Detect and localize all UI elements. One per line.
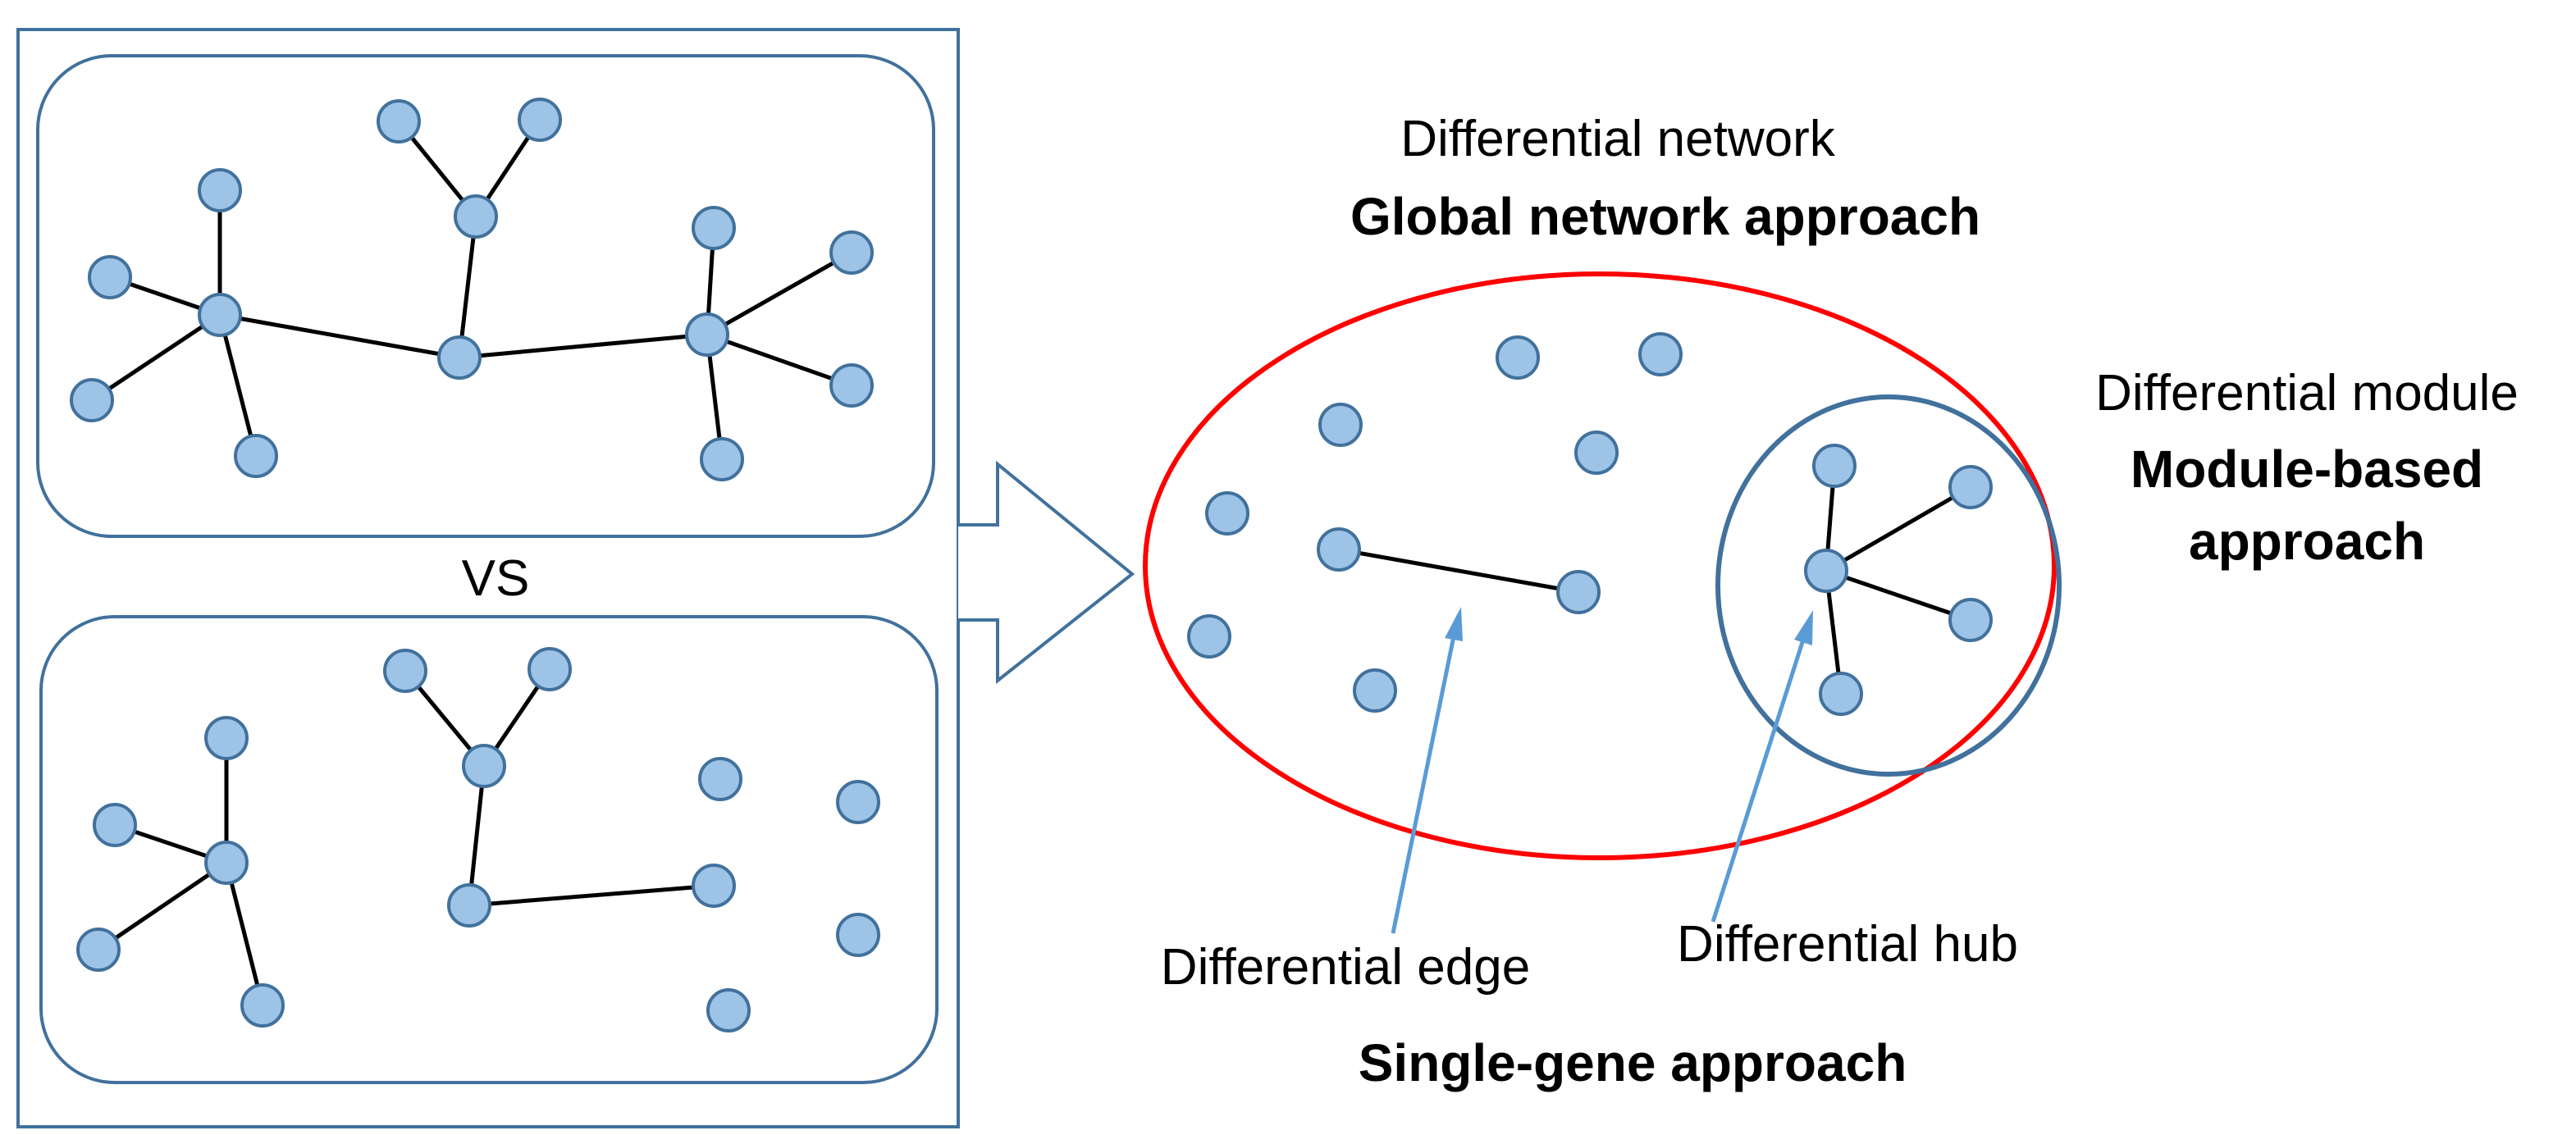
panel-nodes xyxy=(76,647,880,1032)
node xyxy=(377,99,421,144)
edge xyxy=(467,765,486,906)
differential-hub-label: Differential hub xyxy=(1677,916,2018,973)
node xyxy=(93,803,137,847)
network-panel-condition-2 xyxy=(39,615,939,1084)
edge xyxy=(706,332,852,388)
node xyxy=(447,883,491,928)
differential-module-label: Differential module xyxy=(2095,365,2519,422)
node xyxy=(692,206,736,250)
module-approach-label-line2: approach xyxy=(2189,512,2425,571)
node xyxy=(1638,332,1683,376)
node xyxy=(518,98,562,142)
differential-edge xyxy=(1338,547,1579,595)
panel-frame xyxy=(39,615,939,1084)
node xyxy=(437,335,482,380)
transition-arrow xyxy=(958,460,1135,685)
node xyxy=(88,255,132,299)
node xyxy=(198,168,242,212)
edge xyxy=(1825,568,1971,622)
node xyxy=(1318,403,1363,447)
comparison-label: VS xyxy=(462,550,530,607)
panel-frame xyxy=(36,54,935,538)
edge xyxy=(468,883,715,908)
node xyxy=(1317,527,1361,572)
edge xyxy=(217,314,258,457)
edge xyxy=(1825,485,1972,573)
node xyxy=(1812,444,1857,488)
edge xyxy=(457,216,478,358)
differential-hub-pointer xyxy=(1710,610,1813,923)
node xyxy=(692,864,736,908)
node xyxy=(1819,672,1863,716)
node xyxy=(234,434,278,478)
node xyxy=(1574,431,1619,475)
differential-network-edges xyxy=(1338,465,1972,695)
edge xyxy=(97,860,228,952)
node xyxy=(1556,570,1601,614)
global-approach-label: Global network approach xyxy=(1350,187,1980,246)
global-network-label: Differential network xyxy=(1400,111,1836,167)
node xyxy=(240,983,285,1028)
node xyxy=(528,647,572,691)
node xyxy=(1948,598,1993,642)
hub-node xyxy=(204,841,249,885)
node xyxy=(836,780,880,824)
hub-node xyxy=(454,194,498,239)
differential-edge-label: Differential edge xyxy=(1161,939,1530,996)
node xyxy=(1948,465,1993,509)
node xyxy=(204,716,249,760)
edge xyxy=(224,862,265,1006)
hub-node xyxy=(462,744,506,788)
edge xyxy=(90,312,222,403)
node xyxy=(1353,668,1397,713)
node xyxy=(1496,335,1540,380)
network-panel-condition-1 xyxy=(36,54,935,538)
node xyxy=(706,988,751,1032)
edge xyxy=(706,250,853,337)
node xyxy=(698,757,742,801)
node xyxy=(1187,614,1231,659)
node xyxy=(1205,491,1249,536)
node xyxy=(383,649,427,693)
panel-edges xyxy=(90,118,853,460)
panel-nodes xyxy=(70,98,874,481)
node xyxy=(829,363,874,408)
hub-node xyxy=(198,293,242,337)
node xyxy=(829,230,874,275)
panel-edges xyxy=(97,668,715,1006)
differential-hub-node xyxy=(1804,549,1848,593)
differential-edge-pointer xyxy=(1391,607,1463,934)
single-gene-approach-label: Single-gene approach xyxy=(1359,1033,1907,1092)
differential-network-ellipse xyxy=(1143,271,2057,860)
differential-network-nodes xyxy=(1187,332,1993,716)
node xyxy=(70,378,114,422)
module-approach-label-line1: Module-based xyxy=(2131,440,2483,499)
node xyxy=(76,928,121,972)
node xyxy=(836,913,880,957)
edge xyxy=(459,332,708,360)
differential-module-circle xyxy=(1715,394,2062,777)
hub-node xyxy=(685,312,729,357)
node xyxy=(700,437,744,481)
edge xyxy=(219,312,460,360)
